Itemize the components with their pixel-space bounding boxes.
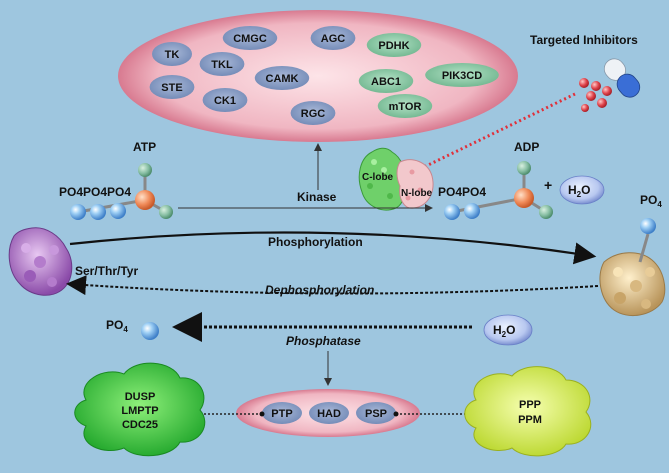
- kinase-pill-bg: [222, 26, 278, 50]
- phosphatase-had: HAD: [317, 408, 341, 420]
- phosphorylation-label: Phosphorylation: [268, 235, 363, 249]
- phosphorylated-protein: [599, 218, 666, 317]
- kinase-pill-bg: [152, 42, 192, 66]
- adp-label: ADP: [514, 140, 539, 154]
- phosphatase-lmptp: LMPTP: [121, 405, 158, 417]
- kinase-family-ste: STE: [161, 82, 182, 94]
- kinase-family-mtor: mTOR: [389, 101, 422, 113]
- po4-label-left: PO4: [106, 318, 128, 334]
- capsule-icon: [603, 58, 641, 98]
- kinase-protein: [358, 147, 434, 211]
- kinase-pill-bg: [254, 66, 310, 90]
- inhibitor-dotted-line: [421, 92, 576, 170]
- phosphatase-center-pills: PTP HAD PSP: [262, 402, 396, 424]
- kinase-pill-bg: [149, 75, 195, 99]
- kinase-pill-bg: [310, 26, 356, 50]
- kinase-pill-bg: [290, 101, 336, 125]
- dephosphorylation-arrow: [66, 275, 599, 296]
- kinase-family-agc: AGC: [321, 33, 346, 45]
- phosphorylation-arrow: [69, 231, 597, 265]
- atp-molecule: [70, 163, 173, 220]
- phosphatase-label: Phosphatase: [286, 334, 361, 348]
- atp-label: ATP: [133, 140, 156, 154]
- kinase-family-cmgc: CMGC: [233, 33, 267, 45]
- water-blob-top: [559, 175, 605, 205]
- free-phosphate-ball: [141, 322, 159, 340]
- phosphatase-ptp: PTP: [271, 408, 292, 420]
- po4-label-right: PO4: [640, 193, 662, 209]
- kinase-pill-bg: [377, 94, 433, 118]
- inhibitor-molecules: [579, 78, 612, 112]
- c-lobe-label: C-lobe: [362, 172, 394, 183]
- plus-sign: +: [544, 177, 552, 193]
- atp-phosphate-chain: PO4PO4PO4: [59, 185, 131, 199]
- phosphatase-dusp: DUSP: [125, 391, 156, 403]
- kinase-family-camk: CAMK: [266, 73, 299, 85]
- right-connector-dot: [393, 411, 399, 417]
- phosphatase-cdc25: CDC25: [122, 419, 158, 431]
- kinase-family-pdhk: PDHK: [378, 40, 409, 52]
- water-label-bottom: H2O: [493, 323, 515, 339]
- left-connector-dot: [259, 411, 265, 417]
- water-label-top: H2O: [568, 183, 590, 199]
- kinase-pill-bg: [425, 63, 499, 87]
- kinase-family-tk: TK: [165, 49, 180, 61]
- adp-molecule: [444, 161, 553, 220]
- phosphatase-ppm: PPM: [518, 414, 542, 426]
- dephosphorylation-label: Dephosphorylation: [265, 283, 374, 297]
- kinase-family-tkl: TKL: [211, 59, 233, 71]
- kinase-pill-bg: [358, 69, 414, 93]
- kinase-family-rgc: RGC: [301, 108, 326, 120]
- phosphatase-ppp: PPP: [519, 399, 541, 411]
- right-phosphatase-cloud: [464, 366, 592, 457]
- water-blob-bottom: [483, 314, 533, 346]
- substrate-protein: [8, 227, 73, 296]
- kinase-pill-bg: [202, 88, 248, 112]
- targeted-inhibitors-label: Targeted Inhibitors: [530, 33, 638, 47]
- kinase-family-abc1: ABC1: [371, 76, 401, 88]
- kinase-pill-bg: [366, 33, 422, 57]
- phosphatase-psp: PSP: [365, 408, 387, 420]
- adp-phosphate-chain: PO4PO4: [438, 185, 486, 199]
- kinase-label: Kinase: [297, 190, 337, 204]
- kinase-family-ck1: CK1: [214, 95, 236, 107]
- kinase-pill-bg: [199, 52, 245, 76]
- kinase-family-pik3cd: PIK3CD: [442, 70, 482, 82]
- ser-thr-tyr-label: Ser/Thr/Tyr: [75, 264, 138, 278]
- left-phosphatase-cloud: [74, 362, 206, 457]
- n-lobe-label: N-lobe: [401, 188, 433, 199]
